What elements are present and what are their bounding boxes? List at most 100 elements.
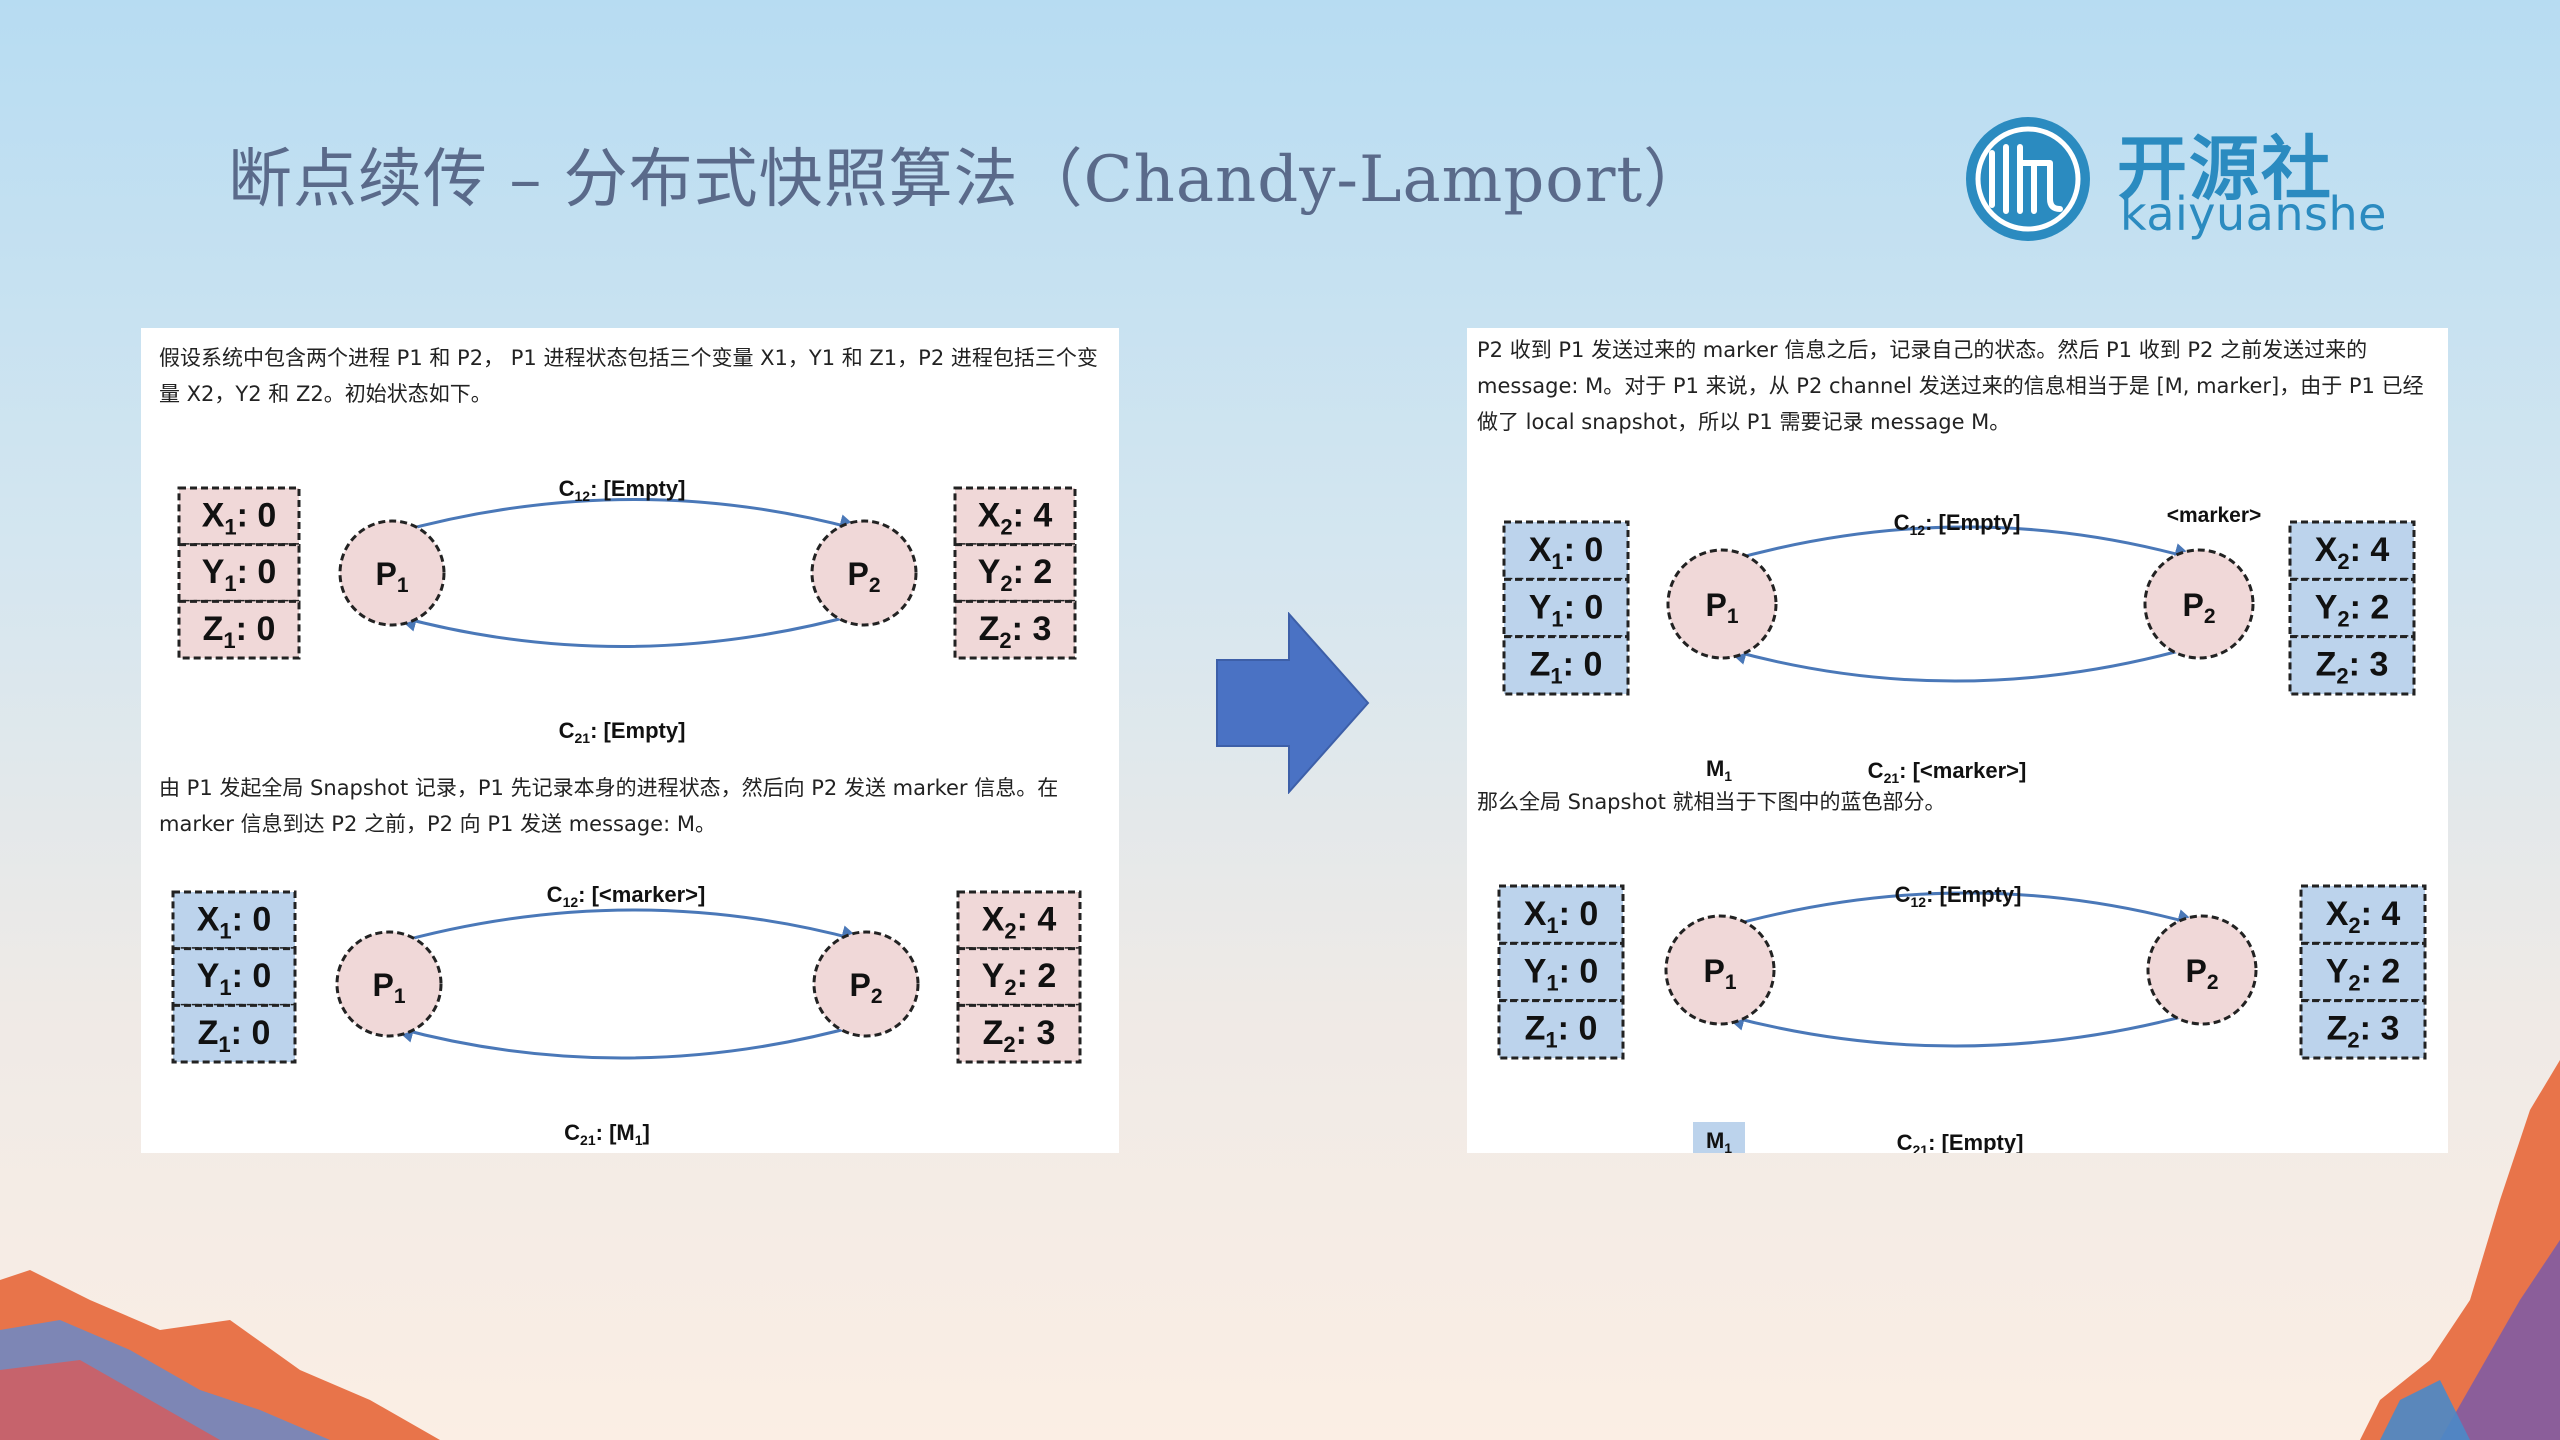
channel-c12-arrow xyxy=(393,498,861,535)
var-value: : 4 xyxy=(2361,895,2401,933)
process-p2: P2 xyxy=(812,930,920,1038)
state-cell-y xyxy=(1497,941,1625,1003)
kaiyuanshe-logo-mark-icon xyxy=(1966,117,2090,241)
channel-value: : [Empty] xyxy=(590,718,685,743)
left-intro-text: 假设系统中包含两个进程 P1 和 P2， P1 进程状态包括三个变量 X1，Y1… xyxy=(159,340,1098,412)
state-var-z-label: Z2: 3 xyxy=(983,1014,1056,1057)
var-subscript: 1 xyxy=(219,975,231,1000)
channel-subscript: 21 xyxy=(580,1132,596,1148)
var-subscript: 2 xyxy=(1004,975,1016,1000)
process-p1-label: P1 xyxy=(372,967,405,1008)
process-p2-circle xyxy=(810,519,918,627)
state-cell-z xyxy=(956,1003,1082,1064)
left-intro-line-1: 假设系统中包含两个进程 P1 和 P2， P1 进程状态包括三个变量 X1，Y1… xyxy=(159,346,1098,370)
marker-tag-text: <marker> xyxy=(2167,504,2262,527)
state-cell-x xyxy=(2299,884,2427,945)
p1-state-box: X1: 0Y1: 0Z1: 0 xyxy=(171,890,297,1064)
channel-subscript: 12 xyxy=(1910,894,1926,910)
process-p2-circle xyxy=(2146,914,2258,1026)
channel-c12-arrow xyxy=(1721,891,2199,930)
channel-c21-label: C21: [M1] xyxy=(564,1120,650,1148)
var-name: X xyxy=(1524,895,1547,933)
state-cell-y xyxy=(956,947,1082,1007)
var-name: X xyxy=(197,901,220,939)
var-subscript: 1 xyxy=(224,571,236,596)
var-subscript: 1 xyxy=(219,919,231,944)
process-p1-label: P1 xyxy=(375,556,408,597)
state-var-y-label: Y2: 2 xyxy=(978,553,1053,596)
var-value: : 0 xyxy=(237,553,277,591)
var-subscript: 2 xyxy=(2337,549,2349,574)
var-value: : 0 xyxy=(232,957,272,995)
mountain-right-base xyxy=(2380,1380,2470,1440)
var-subscript: 2 xyxy=(1000,571,1012,596)
var-subscript: 2 xyxy=(999,628,1011,653)
var-value: : 3 xyxy=(2349,646,2389,684)
process-subscript: 1 xyxy=(394,985,406,1008)
channel-c21-arrow xyxy=(395,611,863,648)
var-subscript: 1 xyxy=(223,628,235,653)
var-value: : 0 xyxy=(1558,1010,1598,1048)
state-cell-z xyxy=(1502,635,1630,696)
left-intro-line-2: 量 X2，Y2 和 Z2。初始状态如下。 xyxy=(159,382,492,406)
left-mid-line-1: 由 P1 发起全局 Snapshot 记录，P1 先记录本身的进程状态，然后向 … xyxy=(159,776,1059,800)
p2-state-box: X2: 4Y2: 2Z2: 3 xyxy=(953,486,1077,660)
var-value: : 0 xyxy=(1564,531,1604,569)
state-var-z-label: Z1: 0 xyxy=(203,610,276,653)
state-var-x-label: X1: 0 xyxy=(1524,895,1599,938)
var-subscript: 1 xyxy=(1550,664,1562,689)
state-cell-x xyxy=(1502,520,1630,581)
channel-c21-arrow xyxy=(1723,1010,2201,1048)
var-subscript: 2 xyxy=(2348,913,2360,938)
message-m1-label: M1 xyxy=(1706,756,1732,784)
var-value: : 0 xyxy=(1564,588,1604,626)
process-p2-label: P2 xyxy=(847,556,880,597)
state-cell-y xyxy=(171,947,297,1007)
process-name: P xyxy=(372,967,393,1003)
process-p1-circle xyxy=(1666,548,1778,660)
var-name: X xyxy=(1529,531,1552,569)
var-value: : 4 xyxy=(1013,497,1053,535)
process-name: P xyxy=(849,967,870,1003)
process-p1-circle xyxy=(335,930,443,1038)
channel-value-end: ] xyxy=(643,1120,650,1145)
process-p1: P1 xyxy=(338,519,446,627)
process-p2: P2 xyxy=(2146,914,2258,1026)
channel-c21-label: C21: [<marker>] xyxy=(1868,758,2027,786)
channel-c21-label: C21: [Empty] xyxy=(559,718,686,746)
var-value: : 0 xyxy=(1563,646,1603,684)
state-cell-z xyxy=(2299,999,2427,1060)
channel-subscript: 12 xyxy=(563,894,579,910)
logo-name-cn: 开源社 xyxy=(2117,128,2333,210)
state-var-z-label: Z1: 0 xyxy=(1530,646,1603,689)
var-name: Z xyxy=(979,610,1000,648)
channel-name: C xyxy=(559,478,575,501)
process-name: P xyxy=(847,556,868,592)
var-value: : 2 xyxy=(1017,957,1057,995)
p2-state-box: X2: 4Y2: 2Z2: 3 xyxy=(2288,520,2416,696)
var-subscript: 1 xyxy=(1551,606,1563,631)
var-value: : 2 xyxy=(2350,588,2390,626)
process-subscript: 2 xyxy=(2207,971,2219,994)
channel-value: : [Empty] xyxy=(1925,510,2020,535)
state-cell-x xyxy=(171,890,297,951)
p1-state-box: X1: 0Y1: 0Z1: 0 xyxy=(1497,884,1625,1060)
state-cell-y xyxy=(2288,577,2416,639)
var-subscript: 2 xyxy=(1000,515,1012,540)
var-value: : 0 xyxy=(231,1014,271,1052)
state-var-z-label: Z1: 0 xyxy=(198,1014,271,1057)
process-p2-label: P2 xyxy=(2185,953,2218,994)
mountain-left-mid xyxy=(0,1360,220,1440)
var-name: Y xyxy=(978,553,1001,591)
var-value: : 0 xyxy=(236,610,276,648)
state-cell-y xyxy=(1502,577,1630,639)
process-name: P xyxy=(2182,587,2203,623)
channel-c12-arrow xyxy=(390,908,863,946)
state-var-z-label: Z2: 3 xyxy=(2316,646,2389,689)
state-var-x-label: X1: 0 xyxy=(202,497,277,540)
state-var-x-label: X2: 4 xyxy=(978,497,1053,540)
state-var-x-label: X1: 0 xyxy=(197,901,272,944)
var-name: Y xyxy=(197,957,220,995)
channel-value-subscript: 1 xyxy=(635,1132,643,1148)
